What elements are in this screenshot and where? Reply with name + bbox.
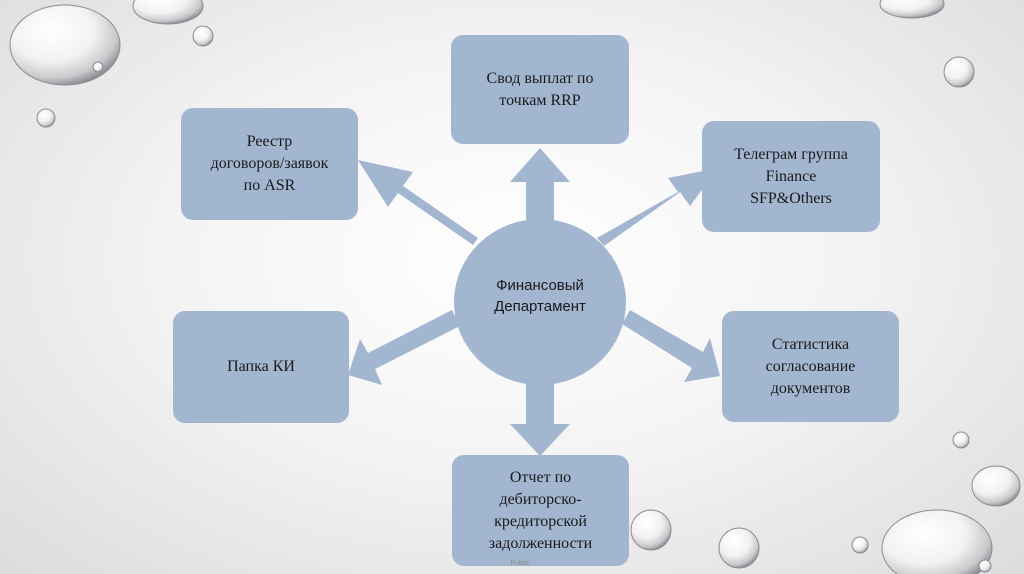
arrow-to-top	[510, 148, 570, 222]
node-bottom-label: Отчет по дебиторско- кредиторской задолж…	[489, 467, 592, 555]
center-node: Финансовый Департамент	[454, 219, 626, 385]
node-top-right-label: Телеграм группа Finance SFP&Others	[734, 144, 848, 210]
node-top-label: Свод выплат по точкам RRP	[487, 68, 594, 112]
arrow-to-left	[348, 310, 460, 385]
node-left: Папка КИ	[173, 311, 349, 423]
node-top-right: Телеграм группа Finance SFP&Others	[702, 121, 880, 232]
node-bottom: Отчет по дебиторско- кредиторской задолж…	[452, 455, 629, 566]
arrow-to-bottom	[510, 382, 570, 456]
footer-classification: Public	[480, 560, 560, 567]
node-right: Статистика согласование документов	[722, 311, 899, 422]
node-top: Свод выплат по точкам RRP	[451, 35, 629, 144]
center-node-label: Финансовый Департамент	[494, 275, 586, 317]
arrow-to-top-right	[597, 168, 718, 246]
node-right-label: Статистика согласование документов	[766, 334, 856, 400]
node-top-left-label: Реестр договоров/заявок по ASR	[211, 131, 329, 197]
arrow-to-right	[622, 310, 720, 382]
node-left-label: Папка КИ	[227, 356, 295, 378]
arrow-to-top-left	[358, 160, 478, 245]
node-top-left: Реестр договоров/заявок по ASR	[181, 108, 358, 220]
